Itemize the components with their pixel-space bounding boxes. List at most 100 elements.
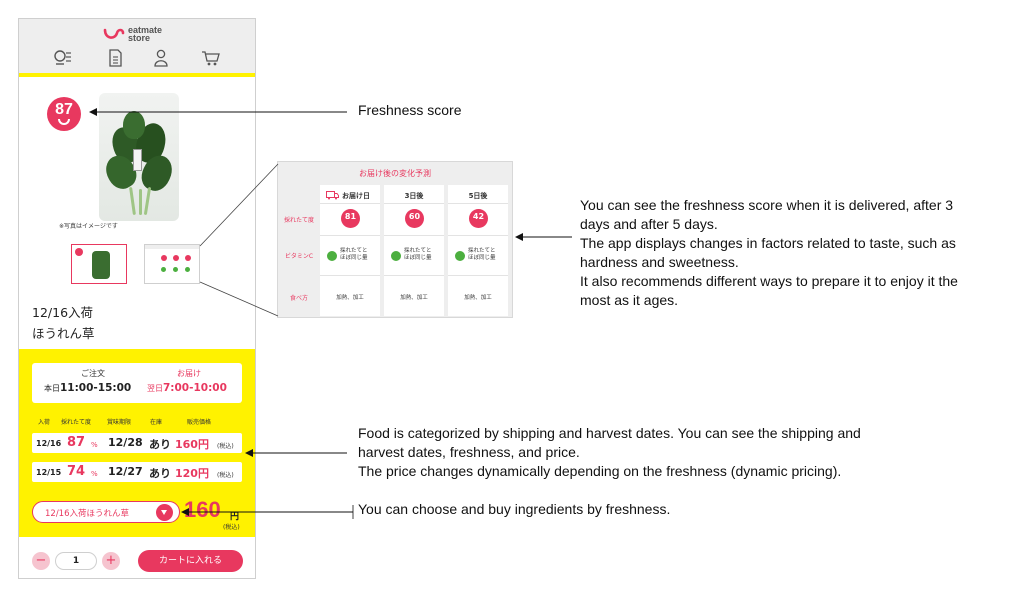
vitamin-line1: 採れたてと <box>340 248 368 254</box>
vitamin-line1: 採れたてと <box>404 248 432 254</box>
divider <box>320 235 380 236</box>
package-label <box>133 149 142 171</box>
divider <box>448 275 508 276</box>
quantity-field[interactable]: 1 <box>55 552 97 570</box>
forecast-panel: お届け後の変化予測 採れたて度 ビタミンC 食べ方 お届け日 81 採れたてとほ… <box>277 161 513 318</box>
vitamin-icon <box>391 251 401 261</box>
row-expiry: 12/27 <box>108 465 143 478</box>
mini-score-icon <box>185 255 191 261</box>
delivery-label: お届け <box>177 369 201 378</box>
forecast-column: 3日後 60 採れたてとほぼ同じ量 加熱、加工 <box>384 185 444 316</box>
row-date: 12/16 <box>36 439 62 448</box>
mini-header-bar <box>145 245 199 249</box>
logo-line2: store <box>128 33 151 43</box>
annotation-line: It also recommends different ways to pre… <box>580 273 958 289</box>
annotation-forecast: You can see the freshness score when it … <box>580 196 1025 310</box>
stem-shape <box>139 189 142 215</box>
mini-vitamin-icon <box>173 267 178 272</box>
annotation-line: Food is categorized by shipping and harv… <box>358 425 861 441</box>
app-header: eatmate store <box>19 19 255 73</box>
product-name: ほうれん草 <box>32 326 95 341</box>
mini-vitamin-icon <box>161 267 166 272</box>
annotation-line: The app displays changes in factors rela… <box>580 235 956 251</box>
search-list-icon[interactable] <box>53 49 73 67</box>
order-label: ご注文 <box>81 369 105 378</box>
mini-score-icon <box>173 255 179 261</box>
forecast-row-vitamin: ビタミンC <box>284 253 314 260</box>
document-icon[interactable] <box>105 49 125 67</box>
logo-text: eatmate store <box>128 25 163 43</box>
user-icon[interactable] <box>151 49 171 67</box>
vitamin-line2: ほぼ同じ量 <box>340 255 368 261</box>
vitamin-line2: ほぼ同じ量 <box>404 255 432 261</box>
forecast-col-head: 3日後 <box>404 192 424 200</box>
divider <box>320 275 380 276</box>
row-stock: あり <box>149 438 171 451</box>
order-time-value: 11:00-15:00 <box>60 382 132 394</box>
forecast-score: 60 <box>405 209 424 228</box>
phone-screen: eatmate store <box>18 18 256 579</box>
forecast-score: 81 <box>341 209 360 228</box>
stem-shape <box>143 186 152 216</box>
store-logo[interactable]: eatmate store <box>103 25 162 43</box>
row-expiry: 12/28 <box>108 436 143 449</box>
row-date: 12/15 <box>36 468 62 477</box>
col-header-expiry: 賞味期限 <box>107 419 132 426</box>
row-freshness: 87 <box>67 435 86 450</box>
mini-score-icon <box>75 248 83 256</box>
cart-icon[interactable] <box>201 49 221 67</box>
col-header-price: 販売価格 <box>187 419 212 426</box>
delivery-time: 翌日7:00-10:00 <box>147 382 227 394</box>
selected-price-yen: 円 <box>230 512 240 522</box>
selected-price-tax: (税込) <box>223 524 240 531</box>
forecast-vitamin: 採れたてとほぼ同じ量 <box>340 248 368 262</box>
lot-selector[interactable]: 12/16入荷ほうれん草 <box>32 501 180 523</box>
forecast-column: お届け日 81 採れたてとほぼ同じ量 加熱、加工 <box>320 185 380 316</box>
quantity-plus-button[interactable]: + <box>102 552 120 570</box>
annotation-freshness: Freshness score <box>358 102 462 118</box>
mini-score-icon <box>161 255 167 261</box>
forecast-prep: 加熱、加工 <box>464 295 492 301</box>
row-price: 120円 <box>175 467 209 480</box>
divider <box>384 235 444 236</box>
logo-mark-icon <box>103 28 125 39</box>
add-to-cart-button[interactable]: カートに入れる <box>138 550 243 572</box>
selected-price: 160 <box>184 497 221 522</box>
forecast-title: お届け後の変化予測 <box>359 169 431 178</box>
vitamin-line1: 採れたてと <box>468 248 496 254</box>
annotation-line: days and after 5 days. <box>580 216 718 232</box>
logo-line1: eatmate <box>128 25 163 35</box>
stem-shape <box>129 186 136 216</box>
order-prefix: 本日 <box>44 384 60 393</box>
annotation-table: Food is categorized by shipping and harv… <box>358 424 978 481</box>
order-time: 本日11:00-15:00 <box>44 382 131 394</box>
photo-note: ※写真はイメージです <box>59 223 118 230</box>
table-row[interactable]: 12/15 74 % 12/27 あり 120円 (税込) <box>32 462 242 482</box>
forecast-row-freshness: 採れたて度 <box>283 217 314 224</box>
freshness-score-badge: 87 <box>47 97 81 131</box>
smile-icon <box>58 119 70 125</box>
chevron-down-icon[interactable] <box>156 504 173 521</box>
leaf-shape <box>123 111 145 139</box>
row-price: 160円 <box>175 438 209 451</box>
annotation-line: The price changes dynamically depending … <box>358 463 842 479</box>
row-stock: あり <box>149 467 171 480</box>
freshness-score-value: 87 <box>55 101 73 118</box>
col-header-freshness: 採れたて度 <box>61 419 92 426</box>
table-row[interactable]: 12/16 87 % 12/28 あり 160円 (税込) <box>32 433 242 453</box>
annotation-line: You can see the freshness score when it … <box>580 197 954 213</box>
mini-vitamin-icon <box>185 267 190 272</box>
annotation-line: most as it ages. <box>580 292 679 308</box>
thumbnail-product[interactable] <box>71 244 127 284</box>
mini-spinach-icon <box>92 251 110 279</box>
annotation-selector: You can choose and buy ingredients by fr… <box>358 501 671 517</box>
lot-selector-label: 12/16入荷ほうれん草 <box>45 509 129 519</box>
divider <box>320 203 380 204</box>
forecast-prep: 加熱、加工 <box>336 295 364 301</box>
quantity-minus-button[interactable]: − <box>32 552 50 570</box>
annotation-line: hardness and sweetness. <box>580 254 739 270</box>
header-accent-strip <box>19 73 255 77</box>
order-delivery-box: ご注文 本日11:00-15:00 お届け 翌日7:00-10:00 <box>32 363 242 403</box>
delivery-prefix: 翌日 <box>147 384 163 393</box>
thumbnail-forecast[interactable] <box>144 244 200 284</box>
